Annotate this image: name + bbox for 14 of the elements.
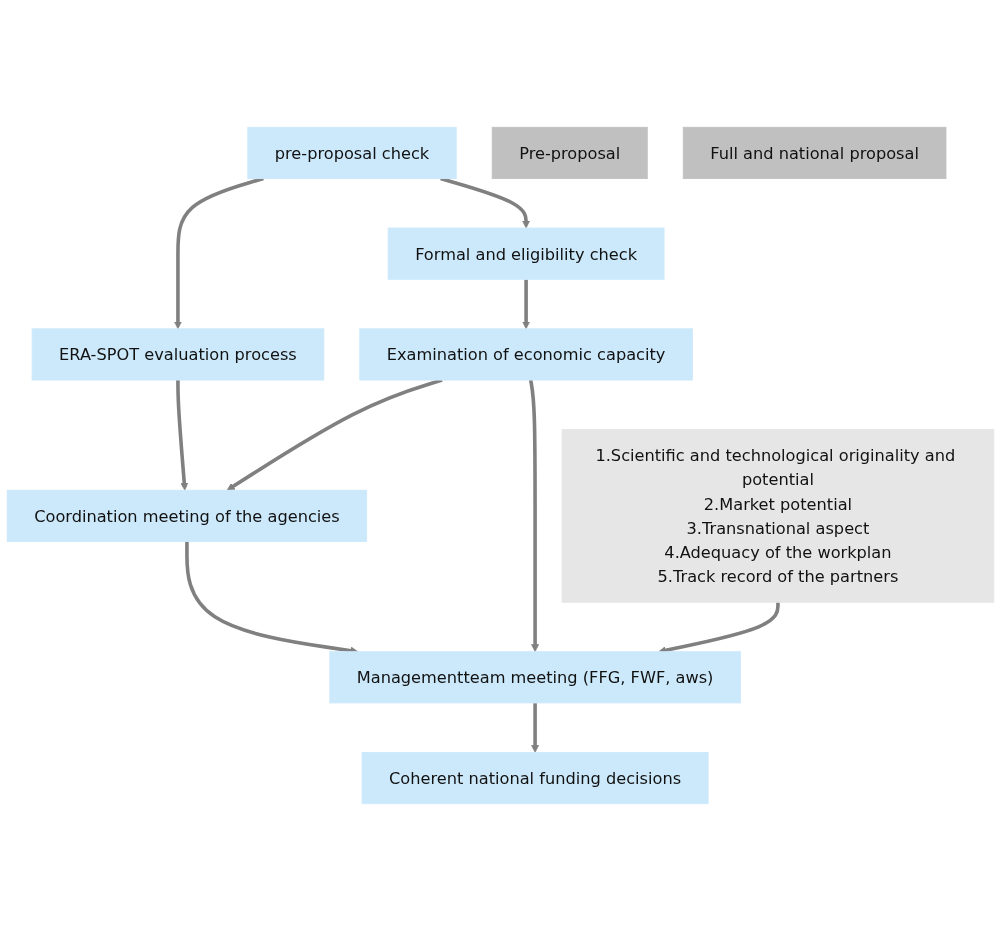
node-box: Managementteam meeting (FFG, FWF, aws) bbox=[329, 651, 741, 704]
arrow bbox=[528, 379, 540, 653]
node-box: ERA-SPOT evaluation process bbox=[31, 328, 325, 381]
node-box: Formal and eligibility check bbox=[387, 227, 665, 280]
arrow bbox=[522, 279, 531, 330]
node-box: Coordination meeting of the agencies bbox=[6, 489, 368, 542]
node-box: pre-proposal check bbox=[247, 126, 457, 180]
node-box: 1.Scientific and technological originality and potential 2.Market potential 3.Transnational aspect 4.Adequacy of the workplan 5.Track record of the partners bbox=[561, 429, 995, 603]
node-box: Pre-proposal bbox=[491, 126, 648, 180]
arrow bbox=[176, 380, 189, 491]
node-box: Coherent national funding decisions bbox=[361, 751, 709, 805]
node-box: Full and national proposal bbox=[682, 126, 947, 180]
arrow bbox=[531, 702, 540, 753]
node-box: Examination of economic capacity bbox=[359, 328, 693, 381]
